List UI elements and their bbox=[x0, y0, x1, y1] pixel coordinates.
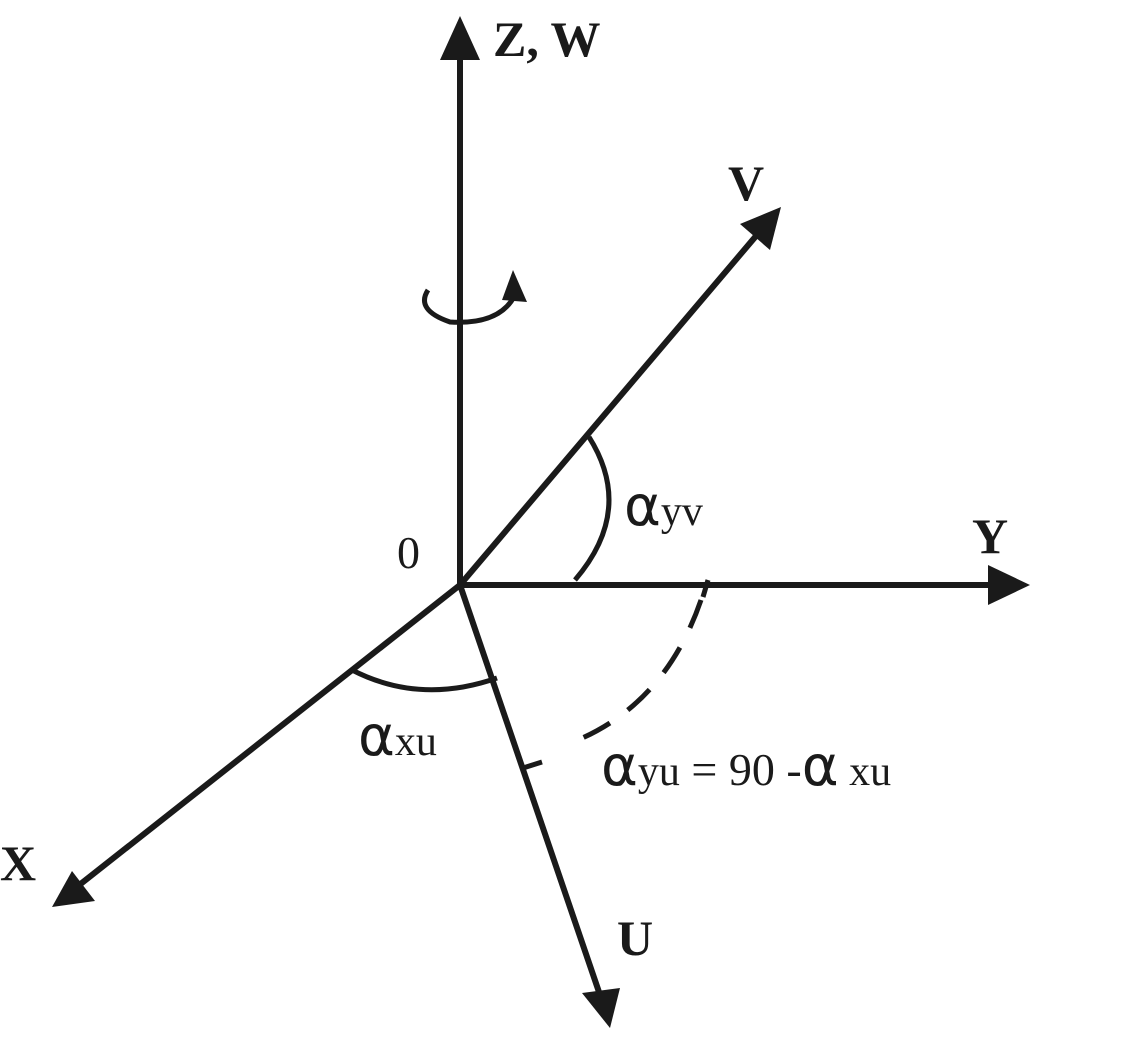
rotation-arrow-icon bbox=[422, 270, 527, 325]
z-w-axis-label: Z, W bbox=[493, 11, 600, 67]
dashed-arc-yu bbox=[572, 599, 704, 745]
x-axis bbox=[52, 582, 462, 907]
u-axis bbox=[457, 584, 620, 1028]
u-axis-label: U bbox=[617, 910, 653, 966]
v-axis bbox=[457, 207, 781, 587]
x-axis-arrowhead bbox=[52, 871, 95, 907]
alpha-xu-label: αxu bbox=[358, 704, 437, 769]
angle-arc-yv bbox=[573, 435, 612, 582]
tick-mark-u bbox=[522, 759, 543, 771]
x-axis-label: X bbox=[0, 835, 36, 891]
y-axis-arrowhead bbox=[988, 565, 1030, 605]
angle-arc-xu bbox=[350, 667, 498, 693]
origin-label: 0 bbox=[397, 527, 420, 578]
tick-mark-y bbox=[700, 579, 711, 598]
alpha-yv-label: αyv bbox=[624, 474, 703, 539]
y-axis-label: Y bbox=[972, 508, 1008, 564]
v-axis-label: V bbox=[728, 155, 764, 211]
v-axis-arrowhead bbox=[740, 207, 781, 250]
y-axis bbox=[460, 565, 1030, 605]
z-axis-arrowhead bbox=[440, 16, 480, 60]
z-axis bbox=[440, 16, 480, 585]
u-axis-arrowhead bbox=[582, 988, 620, 1028]
alpha-yu-equation: αyu = 90 -α xu bbox=[601, 734, 891, 799]
